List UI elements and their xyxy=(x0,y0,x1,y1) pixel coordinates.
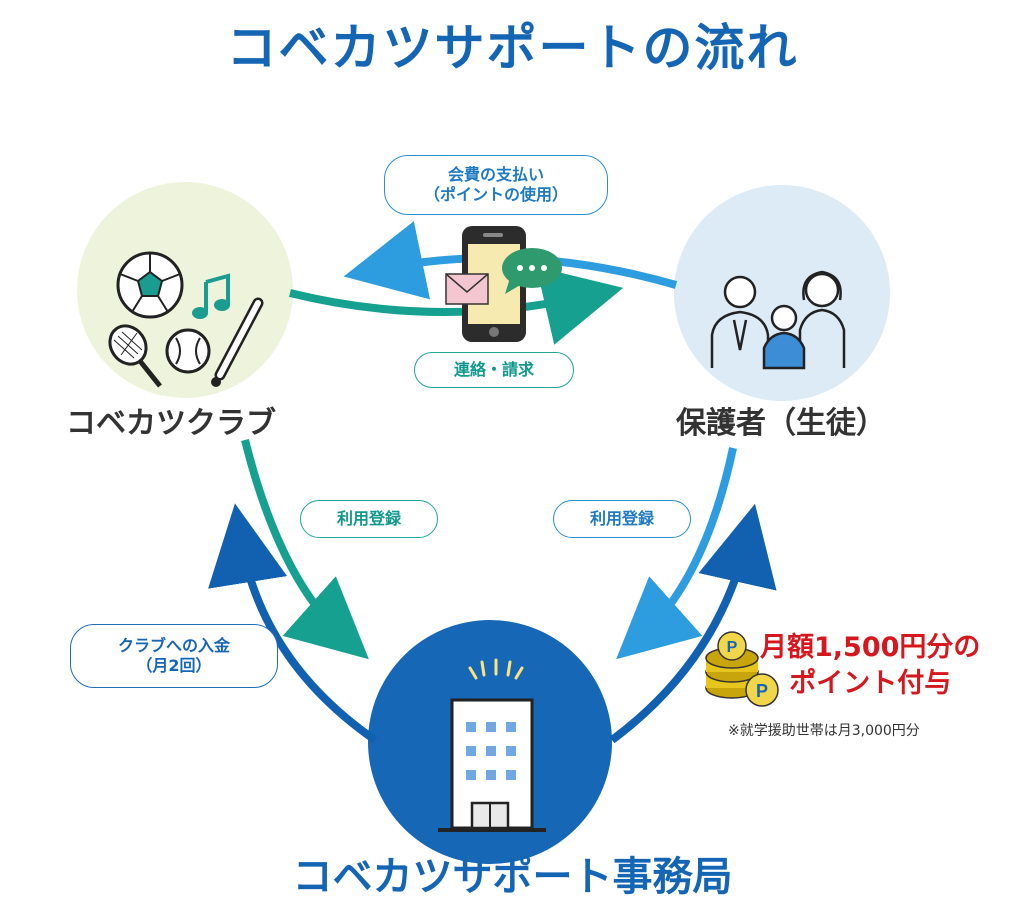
page-title: コベカツサポートの流れ xyxy=(226,19,799,77)
family-icon xyxy=(710,270,846,370)
svg-text:P: P xyxy=(756,681,768,701)
bonus-line1: 月額1,500円分の xyxy=(760,632,981,663)
guardian-circle xyxy=(674,185,890,401)
register-right-pill: 利用登録 xyxy=(553,500,691,538)
arrow-office-to-guardian xyxy=(609,503,777,744)
deposit-line1: クラブへの入金 xyxy=(117,636,230,655)
register-left-label: 利用登録 xyxy=(336,509,401,528)
deposit-line2: （月2回） xyxy=(136,656,212,675)
svg-text:P: P xyxy=(727,639,738,656)
register-left-pill: 利用登録 xyxy=(300,500,438,538)
guardian-label: 保護者（生徒） xyxy=(676,406,886,441)
coin-stack-icon: P P xyxy=(705,631,779,707)
office-label: コベカツサポート事務局 xyxy=(292,854,733,900)
bonus-note: ※就学援助世帯は月3,000円分 xyxy=(728,723,920,739)
arrow-office-to-club xyxy=(208,503,378,744)
music-note-icon xyxy=(192,273,230,319)
bonus-line2: ポイント付与 xyxy=(789,668,952,699)
chat-bubble-icon xyxy=(502,248,562,294)
register-right-label: 利用登録 xyxy=(589,509,654,528)
arrow-guardian-to-office xyxy=(616,447,737,660)
arrow-club-to-office xyxy=(241,439,369,660)
bat-icon xyxy=(211,297,264,387)
payment-line1: 会費の支払い xyxy=(447,165,544,184)
deposit-pill: クラブへの入金 （月2回） xyxy=(70,624,278,688)
bonus-text: 月額1,500円分の ポイント付与 xyxy=(760,630,980,702)
baseball-icon xyxy=(165,328,211,374)
contact-label: 連絡・請求 xyxy=(453,360,534,379)
payment-line2: （ポイントの使用） xyxy=(423,185,568,204)
payment-pill: 会費の支払い （ポイントの使用） xyxy=(384,155,608,215)
office-building-icon xyxy=(438,658,546,832)
tennis-racket-icon xyxy=(108,324,162,388)
contact-pill: 連絡・請求 xyxy=(414,352,574,388)
mail-icon xyxy=(445,273,489,305)
club-label: コベカツクラブ xyxy=(66,406,276,441)
soccer-ball-icon xyxy=(116,251,184,319)
arrow-club-to-guardian xyxy=(289,266,624,345)
